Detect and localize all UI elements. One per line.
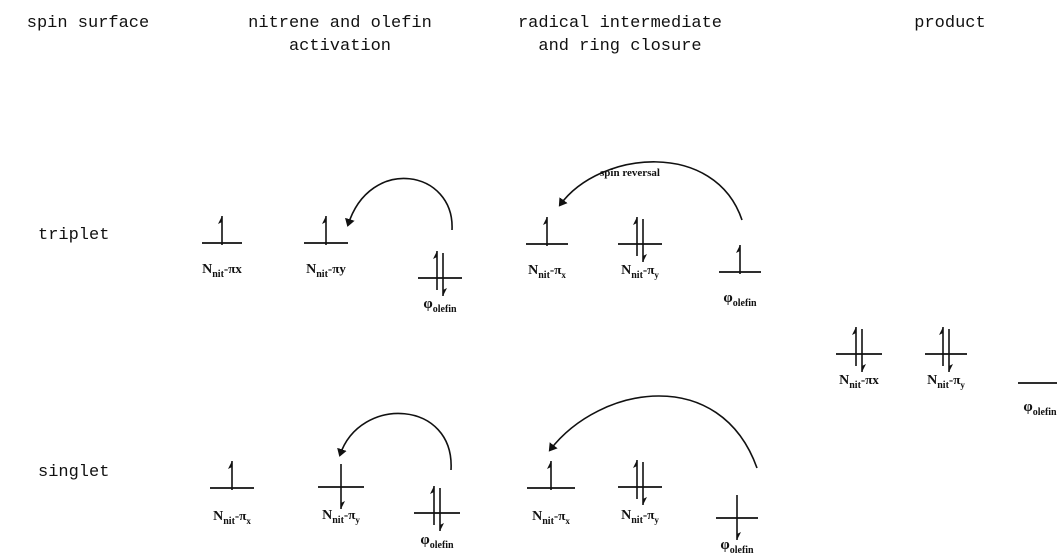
orbital-t-rad-y: Nnit-πy [618, 217, 662, 281]
spin-up-arrow-head [547, 461, 551, 469]
spin-down-arrow-head [440, 523, 444, 531]
spin-up-arrow-head [218, 216, 222, 224]
spin-down-arrow-head [643, 497, 647, 505]
orbital-label: Nnit-πx [202, 261, 242, 280]
orbital-s-rad-y: Nnit-πy [618, 460, 662, 526]
row-label-triplet: triplet [38, 226, 110, 245]
orbital-label: Nnit-πy [927, 372, 965, 391]
spin-up-arrow-head [430, 486, 434, 494]
orbital-p-y: Nnit-πy [925, 327, 967, 391]
orbital-label: φolefin [423, 296, 457, 315]
orbital-s-act-y: Nnit-πy [318, 464, 364, 526]
orbital-label: Nnit-πx [839, 372, 879, 391]
header-radical: radical intermediate and ring closure [517, 14, 723, 56]
spin-reversal-label: spin reversal [600, 167, 660, 179]
header-activation: nitrene and olefin activation [248, 14, 432, 56]
header-spin-surface: spin surface [26, 14, 150, 33]
orbital-label: Nnit-πx [532, 508, 570, 527]
orbital-label: φolefin [720, 537, 754, 556]
spin-up-arrow-head [543, 217, 547, 225]
orbital-t-rad-x: Nnit-πx [526, 217, 568, 281]
orbital-s-rad-o: φolefin [716, 495, 758, 556]
spin-down-arrow-head [737, 532, 741, 540]
orbital-s-act-o: φolefin [414, 486, 460, 551]
spin-up-arrow-head [736, 245, 740, 253]
header-product: product [914, 14, 986, 33]
orbital-label: Nnit-πx [213, 508, 251, 527]
orbital-label: φolefin [1023, 399, 1057, 418]
spin-up-arrow-head [433, 251, 437, 259]
orbital-t-act-x: Nnit-πx [202, 216, 242, 280]
orbital-t-act-y: Nnit-πy [304, 216, 348, 280]
spin-up-arrow-head [633, 217, 637, 225]
spin-up-arrow-head [228, 461, 232, 469]
orbital-label: Nnit-πx [528, 262, 566, 281]
orbital-label: Nnit-πy [306, 261, 346, 280]
spin-up-arrow-head [939, 327, 943, 335]
spin-down-arrow-head [341, 501, 345, 509]
orbital-t-act-o: φolefin [418, 251, 462, 315]
orbital-p-x: Nnit-πx [836, 327, 882, 391]
orbital-label: Nnit-πy [322, 507, 360, 526]
spin-up-arrow-head [852, 327, 856, 335]
spin-down-arrow-head [443, 288, 447, 296]
orbital-label: Nnit-πy [621, 507, 659, 526]
orbital-p-o: φolefin [1018, 382, 1057, 418]
spin-down-arrow-head [643, 254, 647, 262]
orbital-label: φolefin [420, 532, 454, 551]
singlet-activation-arrow [337, 412, 452, 471]
orbital-label: φolefin [723, 290, 757, 309]
orbital-s-rad-x: Nnit-πx [527, 461, 575, 527]
orbital-s-act-x: Nnit-πx [210, 461, 254, 527]
spin-reversal-arrow [558, 161, 743, 221]
singlet-radical-arrow [548, 395, 758, 469]
orbital-t-rad-o: φolefin [719, 245, 761, 309]
spin-down-arrow-head [862, 364, 866, 372]
orbital-label: Nnit-πy [621, 262, 659, 281]
spin-up-arrow-head [633, 460, 637, 468]
spin-down-arrow-head [949, 364, 953, 372]
triplet-activation-arrow [345, 177, 453, 231]
spin-up-arrow-head [322, 216, 326, 224]
row-label-singlet: singlet [38, 463, 110, 482]
